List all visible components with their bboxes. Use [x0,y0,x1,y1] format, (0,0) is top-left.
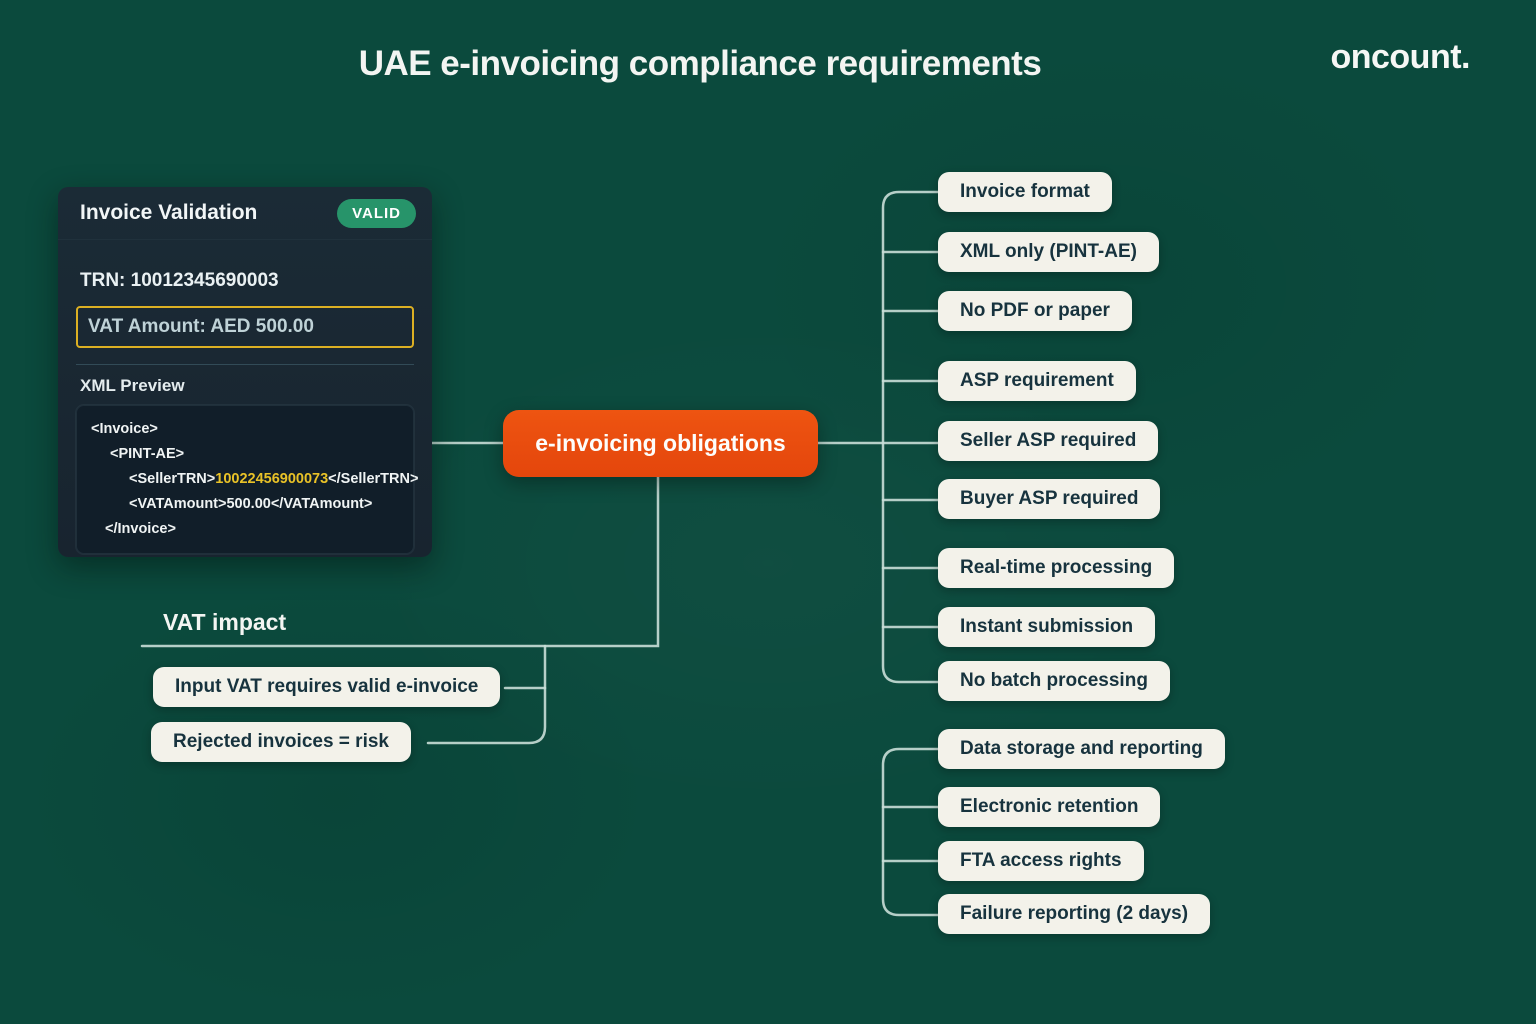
obligation-item: Buyer ASP required [938,479,1161,519]
vat-amount-highlight-box: VAT Amount: AED 500.00 [76,306,414,348]
divider [76,364,414,365]
invoice-validation-card: Invoice Validation VALID TRN: 1001234569… [58,187,432,557]
obligation-item: Failure reporting (2 days) [938,894,1211,934]
trn-value: TRN: 10012345690003 [80,270,279,291]
obligation-item: No batch processing [938,661,1170,701]
xml-line-seller-trn: <SellerTRN>10022456900073</SellerTRN> [91,467,418,492]
obligation-item: No PDF or paper [938,291,1132,331]
valid-status-badge: VALID [337,198,416,228]
vat-amount-value: VAT Amount: AED 500.00 [88,316,314,337]
obligation-group-header-invoice-format: Invoice format [938,172,1112,212]
obligation-item: FTA access rights [938,841,1144,881]
xml-seller-trn-close: </SellerTRN> [328,471,419,487]
xml-seller-trn-value: 10022456900073 [215,471,329,487]
xml-line-pint-ae: <PINT-AE> [110,446,185,462]
card-body: TRN: 10012345690003 VAT Amount: AED 500.… [58,270,432,555]
vat-impact-item: Rejected invoices = risk [151,722,411,762]
connector-vat-branch [426,644,547,745]
connector-main-trunk [881,190,940,684]
obligation-item: XML only (PINT-AE) [938,232,1159,272]
brand-logo: oncount. [1330,38,1470,76]
xml-vat-value: 500.00 [226,496,271,512]
connector-center-to-vat [140,475,660,648]
vat-impact-heading: VAT impact [163,609,287,635]
xml-line-invoice-open: <Invoice> [91,421,158,437]
obligation-item: Electronic retention [938,787,1161,827]
central-node-e-invoicing-obligations: e-invoicing obligations [503,410,818,477]
obligation-item: Instant submission [938,607,1156,647]
xml-vat-open: <VATAmount> [129,496,227,512]
xml-line-invoice-close: </Invoice> [105,521,176,537]
xml-preview-code: <Invoice> <PINT-AE> <SellerTRN>100224569… [75,404,418,555]
obligation-group-header-asp-requirement: ASP requirement [938,361,1136,401]
xml-vat-close: </VATAmount> [270,496,373,512]
connector-storage-trunk [881,747,940,917]
card-title: Invoice Validation [80,201,258,224]
obligation-group-header-data-storage: Data storage and reporting [938,729,1225,769]
xml-line-vat-amount: <VATAmount>500.00</VATAmount> [91,492,399,517]
obligation-group-header-real-time-processing: Real-time processing [938,548,1175,588]
card-header: Invoice Validation VALID [58,187,432,240]
page-title: UAE e-invoicing compliance requirements [358,44,1042,83]
xml-preview-label: XML Preview [80,376,185,395]
obligation-item: Seller ASP required [938,421,1159,461]
xml-seller-trn-open: <SellerTRN> [129,471,216,487]
vat-impact-item: Input VAT requires valid e-invoice [153,667,501,707]
